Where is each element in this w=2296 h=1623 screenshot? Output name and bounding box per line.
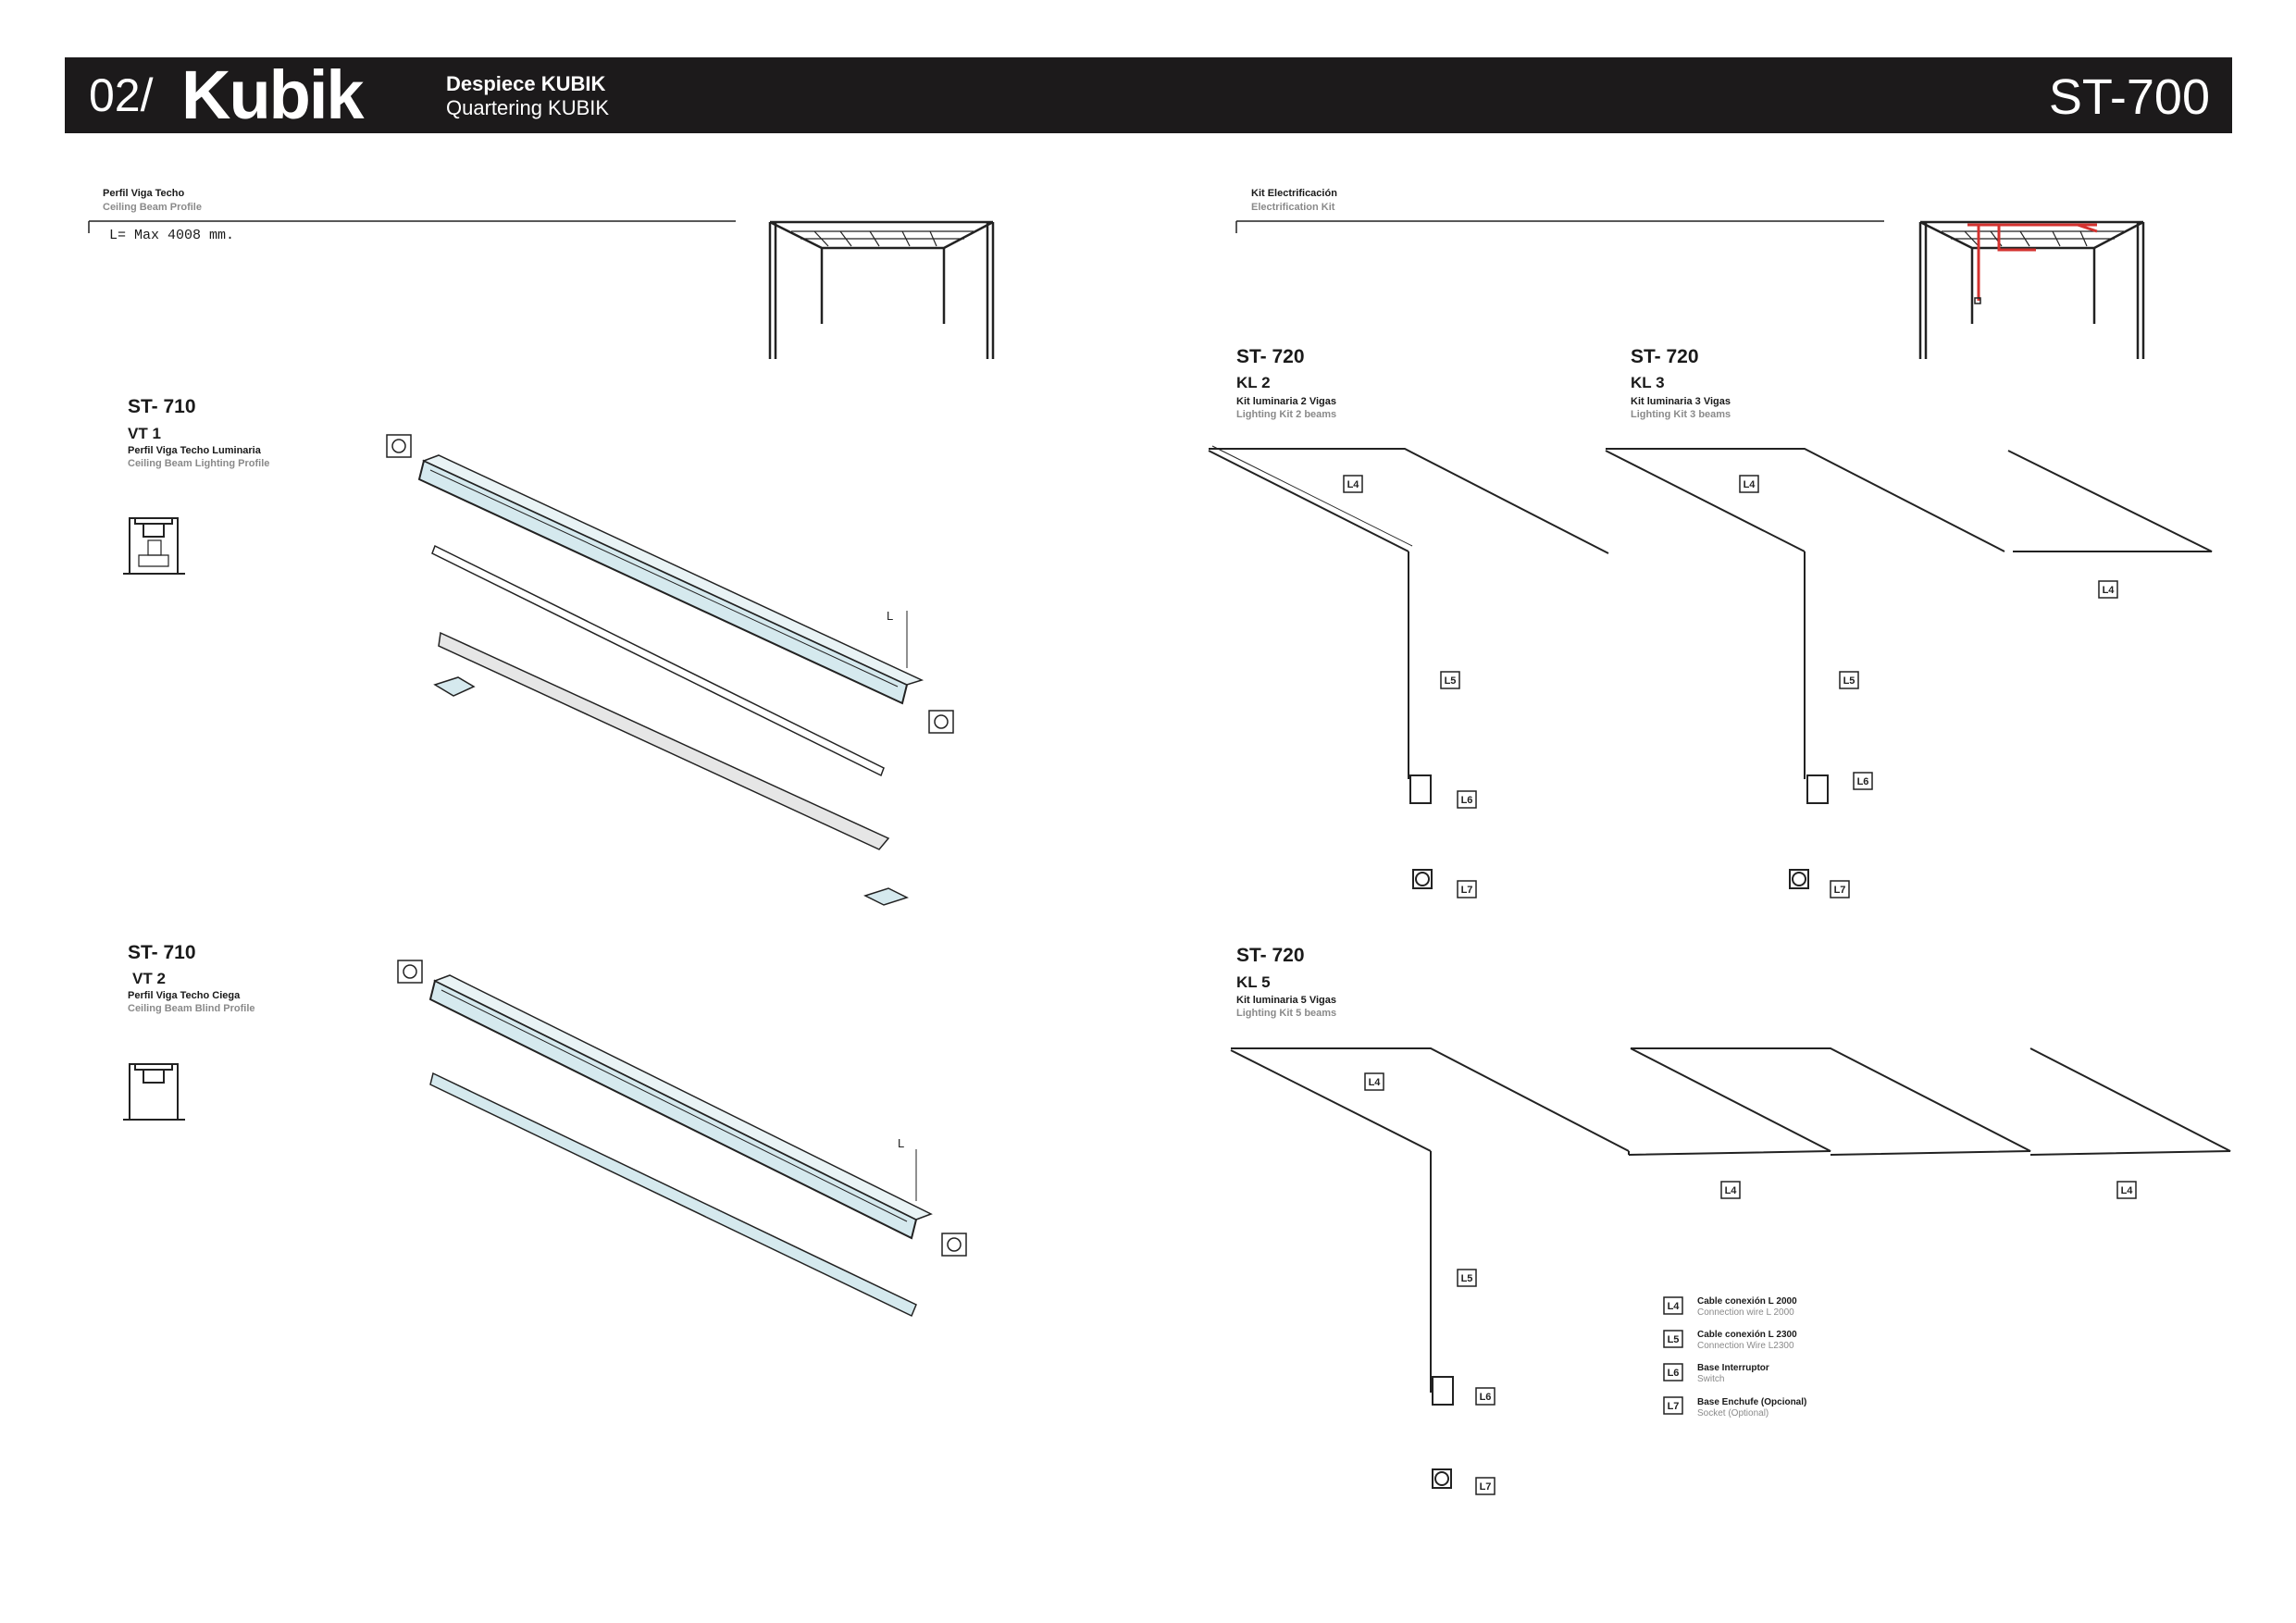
wire-tag-label: L7 <box>1668 1401 1680 1412</box>
wire-tag: L4 <box>1663 1296 1683 1315</box>
wire-tag: L4 <box>1343 475 1363 493</box>
item-name-en: Ceiling Beam Blind Profile <box>128 1003 255 1014</box>
kit-name-es: Kit luminaria 2 Vigas <box>1236 396 1337 407</box>
wire-tag: L6 <box>1853 772 1873 790</box>
wire-tag: L7 <box>1457 880 1477 898</box>
item-code: ST- 710 <box>128 942 196 963</box>
wire-tag-label: L6 <box>1668 1368 1680 1379</box>
kit-variant: KL 5 <box>1236 973 1271 991</box>
page-number: 02/ <box>89 69 154 121</box>
item-name-es: Perfil Viga Techo Ciega <box>128 990 241 1001</box>
header-title-es: Despiece KUBIK <box>446 72 606 95</box>
header-band: 02/ Kubik Despiece KUBIK Quartering KUBI… <box>65 56 2232 133</box>
wire-tag-label: L4 <box>2103 585 2116 596</box>
kit-name-en: Lighting Kit 3 beams <box>1631 409 1731 420</box>
item-variant: VT 1 <box>128 425 161 442</box>
dimension-label: L <box>898 1136 904 1150</box>
legend-es: Cable conexión L 2000 <box>1697 1296 1797 1307</box>
wire-tag: L4 <box>1739 475 1759 493</box>
section-title-en: Ceiling Beam Profile <box>103 202 202 213</box>
item-name-en: Ceiling Beam Lighting Profile <box>128 458 270 469</box>
wire-tag-label: L5 <box>1461 1273 1473 1284</box>
wire-tag: L6 <box>1475 1387 1496 1406</box>
wire-tag: L7 <box>1475 1477 1496 1495</box>
wire-tag-label: L4 <box>1347 479 1360 490</box>
pergola-thumbnail <box>1918 220 2145 359</box>
wire-tag-label: L7 <box>1461 885 1473 896</box>
wire-tag-label: L4 <box>1725 1185 1738 1196</box>
kit-name-es: Kit luminaria 3 Vigas <box>1631 396 1731 407</box>
wire-tag-label: L6 <box>1857 776 1869 787</box>
brand-logo: Kubik <box>181 56 365 133</box>
pergola-thumbnail <box>768 220 995 359</box>
legend-es: Base Interruptor <box>1697 1363 1769 1373</box>
dimension-label: L <box>887 609 893 623</box>
wire-tag: L5 <box>1839 671 1859 689</box>
wire-tag-label: L6 <box>1480 1392 1492 1403</box>
kit-code: ST- 720 <box>1236 346 1305 367</box>
wire-tag-label: L7 <box>1480 1481 1492 1493</box>
profile-vt2 <box>397 960 967 1318</box>
cross-section-icon <box>123 517 185 575</box>
legend-en: Socket (Optional) <box>1697 1408 1769 1419</box>
section-rule <box>88 220 736 233</box>
item-variant: VT 2 <box>132 970 166 987</box>
profile-vt1 <box>386 434 954 906</box>
item-name-es: Perfil Viga Techo Luminaria <box>128 445 261 456</box>
section-title-es: Perfil Viga Techo <box>103 188 185 199</box>
wire-tag: L4 <box>2116 1181 2137 1199</box>
section-title-es: Kit Electrificación <box>1251 188 1337 199</box>
wire-tag-label: L4 <box>1369 1077 1382 1088</box>
wire-tag: L5 <box>1663 1330 1683 1348</box>
wire-tag: L5 <box>1440 671 1460 689</box>
wire-tag-label: L4 <box>2121 1185 2134 1196</box>
wire-tag-label: L4 <box>1744 479 1756 490</box>
wire-tag-label: L5 <box>1843 675 1855 687</box>
item-code: ST- 710 <box>128 396 196 417</box>
cross-section-icon <box>123 1063 185 1121</box>
kit-kl5-diagram <box>1230 1047 2231 1489</box>
section-title-en: Electrification Kit <box>1251 202 1335 213</box>
kit-variant: KL 3 <box>1631 374 1665 391</box>
kit-kl3-diagram <box>1605 448 2213 889</box>
wire-tag: L6 <box>1663 1363 1683 1381</box>
wire-tag: L7 <box>1830 880 1850 898</box>
kit-name-en: Lighting Kit 5 beams <box>1236 1008 1337 1019</box>
kit-name-en: Lighting Kit 2 beams <box>1236 409 1337 420</box>
legend-en: Connection Wire L2300 <box>1697 1341 1794 1351</box>
legend-en: Switch <box>1697 1374 1725 1384</box>
wire-tag: L4 <box>2098 580 2118 599</box>
legend-en: Connection wire L 2000 <box>1697 1307 1794 1318</box>
wire-tag: L4 <box>1720 1181 1741 1199</box>
kit-variant: KL 2 <box>1236 374 1271 391</box>
wire-tag-label: L5 <box>1668 1334 1680 1345</box>
wire-tag-label: L7 <box>1834 885 1846 896</box>
kit-kl2-diagram <box>1208 445 1609 889</box>
wire-tag: L6 <box>1457 790 1477 809</box>
wire-tag-label: L6 <box>1461 795 1473 806</box>
wire-tag: L7 <box>1663 1396 1683 1415</box>
model-code: ST-700 <box>2048 69 2210 125</box>
legend-es: Base Enchufe (Opcional) <box>1697 1397 1807 1407</box>
kit-code: ST- 720 <box>1236 945 1305 966</box>
wire-tag: L5 <box>1457 1269 1477 1287</box>
header-title-en: Quartering KUBIK <box>446 96 610 119</box>
kit-code: ST- 720 <box>1631 346 1699 367</box>
legend-es: Cable conexión L 2300 <box>1697 1330 1797 1340</box>
length-note: L= Max 4008 mm. <box>109 228 235 243</box>
kit-name-es: Kit luminaria 5 Vigas <box>1236 995 1337 1006</box>
wire-tag: L4 <box>1364 1072 1384 1091</box>
wire-tag-label: L5 <box>1445 675 1457 687</box>
section-rule <box>1235 220 1884 233</box>
wire-tag-label: L4 <box>1668 1301 1681 1312</box>
